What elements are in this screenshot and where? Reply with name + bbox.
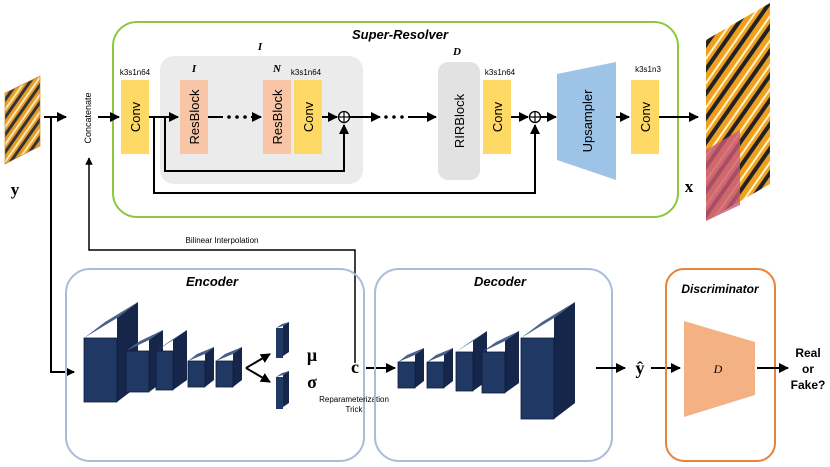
upsampler [557, 62, 616, 180]
rirblock-label: RIRBlock [452, 93, 467, 148]
discriminator-block [684, 321, 755, 417]
conv-spec-1: k3s1n64 [120, 68, 151, 77]
super-resolver-title: Super-Resolver [352, 27, 449, 42]
bilinear-label: Bilinear Interpolation [186, 236, 259, 245]
encoder-title: Encoder [186, 274, 239, 289]
reparam-line1: Reparameterization [319, 395, 389, 404]
resblock-1 [180, 80, 208, 154]
output-image [706, 3, 770, 221]
decoder-blocks [397, 302, 575, 420]
conv-block-3 [483, 80, 511, 154]
conv-label-3: Conv [490, 101, 505, 132]
conv-label-final: Conv [638, 101, 653, 132]
latent-code-label: c [351, 357, 359, 377]
resblock-label-1: ResBlock [187, 89, 202, 144]
conv-block-2 [294, 80, 322, 154]
verdict-line-1: Real [795, 346, 820, 360]
input-image [4, 75, 41, 165]
discriminator-block-label: D [713, 362, 723, 376]
upsampler-label: Upsampler [580, 89, 595, 153]
super-resolver-arrows [98, 112, 699, 194]
output-label-x: x [685, 177, 694, 196]
conv-block-1 [121, 80, 149, 154]
adder-1 [337, 110, 351, 124]
reparam-line2: Trick [345, 405, 363, 414]
ellipsis-dots-1 [227, 115, 247, 119]
discriminator-frame [665, 268, 776, 462]
encoder-blocks [83, 302, 289, 409]
conv-spec-3: k3s1n64 [485, 68, 516, 77]
encoder-frame [65, 268, 365, 462]
concatenate-label: Concatenate [83, 92, 93, 143]
resblock-count-label: N [272, 63, 282, 75]
resblock-label-n: ResBlock [270, 89, 285, 144]
resblock-n [263, 80, 291, 154]
adder-2 [528, 110, 542, 124]
decoder-title: Decoder [474, 274, 527, 289]
encoder-split-arrows [245, 353, 271, 383]
decoded-output-label: ŷ [636, 358, 645, 378]
input-label-y: y [11, 180, 20, 199]
decoder-frame [374, 268, 613, 462]
conv-label-2: Conv [301, 101, 316, 132]
verdict-line-3: Fake? [791, 378, 826, 392]
discriminator-title: Discriminator [681, 282, 760, 296]
bilinear-path [85, 157, 356, 363]
outer-group-label: I [257, 41, 263, 53]
resblock-first-label: I [191, 63, 197, 75]
input-arrows [44, 112, 75, 377]
sigma-label: σ [307, 372, 317, 392]
rirblock-count-label: D [452, 46, 461, 58]
conv-spec-2: k3s1n64 [291, 68, 322, 77]
ellipsis-dots-2 [384, 115, 404, 119]
conv-label-1: Conv [128, 101, 143, 132]
rirblock [438, 62, 480, 180]
verdict-line-2: or [802, 362, 814, 376]
conv-block-final [631, 80, 659, 154]
conv-spec-final: k3s1n3 [635, 65, 661, 74]
mu-label: μ [307, 345, 317, 365]
